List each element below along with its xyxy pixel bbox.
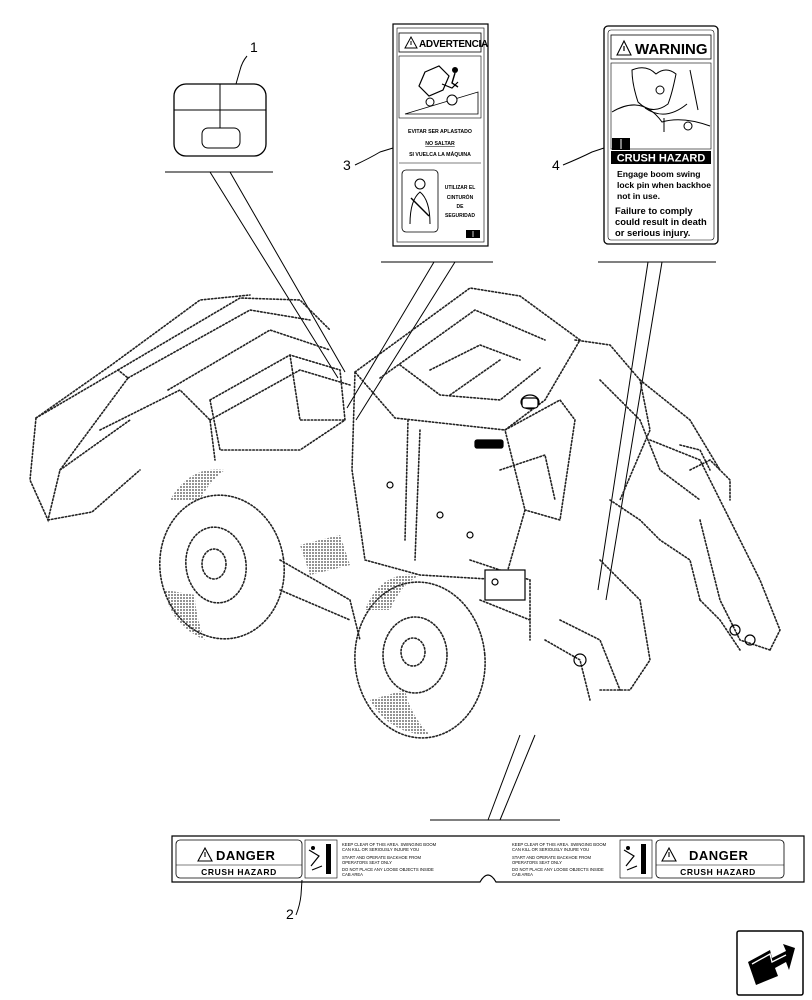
decal-1-blank [173,83,267,157]
swing-boom-pictogram-icon [619,839,653,879]
crush-pictogram-icon [610,62,712,150]
svg-text:DANGER: DANGER [689,848,748,863]
svg-text:1: 1 [250,39,258,55]
svg-text:EVITAR SER APLASTADO: EVITAR SER APLASTADO [408,129,472,135]
svg-text:DO NOT PLACE ANY LOOSE OBJECTS: DO NOT PLACE ANY LOOSE OBJECTS INSIDE [512,867,604,872]
svg-text:CAB AREA: CAB AREA [342,872,363,877]
svg-text:CRUSH HAZARD: CRUSH HAZARD [617,153,706,165]
manual-book-icon [612,138,630,150]
svg-text:UTILIZAR EL: UTILIZAR EL [445,185,476,191]
warning-triangle-icon [404,35,418,49]
svg-text:CAN KILL OR SERIOUSLY INJURE Y: CAN KILL OR SERIOUSLY INJURE YOU [342,847,419,852]
svg-text:CINTURÓN: CINTURÓN [447,193,474,201]
svg-text:START AND OPERATE BACKHOE FROM: START AND OPERATE BACKHOE FROM [512,855,592,860]
svg-text:DO NOT PLACE ANY LOOSE OBJECTS: DO NOT PLACE ANY LOOSE OBJECTS INSIDE [342,867,434,872]
rollover-pictogram-icon [404,65,479,115]
decal-3-advertencia: ADVERTENCIA EVITAR SER APLASTADO NO SALT… [392,23,489,247]
manual-book-icon [466,230,480,238]
tire-tread-texture [165,469,430,735]
svg-text:could result in death: could result in death [615,216,707,227]
svg-text:DE: DE [457,204,465,210]
svg-text:ADVERTENCIA: ADVERTENCIA [419,39,488,50]
warning-triangle-icon [661,846,677,862]
svg-text:WARNING: WARNING [635,41,708,58]
leader-lines [165,171,716,821]
svg-text:CRUSH HAZARD: CRUSH HAZARD [680,867,756,877]
svg-text:CAN KILL OR SERIOUSLY INJURE Y: CAN KILL OR SERIOUSLY INJURE YOU [512,847,589,852]
danger-text-left: KEEP CLEAR OF THIS AREA. SWINGING BOOM C… [342,842,437,877]
callout-4: 4 [552,147,605,173]
seatbelt-pictogram-icon [401,169,439,233]
svg-text:START AND OPERATE BACKHOE FROM: START AND OPERATE BACKHOE FROM [342,855,422,860]
svg-text:not in use.: not in use. [617,191,660,201]
callout-2: 2 [286,879,303,922]
callout-1: 1 [235,39,258,85]
svg-text:KEEP CLEAR OF THIS AREA. SWING: KEEP CLEAR OF THIS AREA. SWINGING BOOM [512,842,607,847]
svg-text:KEEP CLEAR OF THIS AREA. SWING: KEEP CLEAR OF THIS AREA. SWINGING BOOM [342,842,437,847]
svg-text:Engage boom swing: Engage boom swing [617,169,701,179]
decal-2-danger-strip: DANGER CRUSH HAZARD KEEP CLEAR OF THIS A… [171,835,805,883]
warning-triangle-icon [197,846,213,862]
svg-text:DANGER: DANGER [216,848,275,863]
backhoe-loader-illustration [29,287,781,739]
cab-details [386,394,756,667]
svg-text:NO SALTAR: NO SALTAR [425,141,455,147]
svg-text:SI VUELCA LA MÁQUINA: SI VUELCA LA MÁQUINA [409,151,471,158]
warning-triangle-icon [616,39,632,56]
callout-3: 3 [343,147,394,173]
next-page-arrow-icon[interactable] [736,930,804,996]
svg-text:CRUSH HAZARD: CRUSH HAZARD [201,867,277,877]
danger-text-right: KEEP CLEAR OF THIS AREA. SWINGING BOOM C… [512,842,607,877]
svg-text:3: 3 [343,157,351,173]
svg-text:OPERATORS SEAT ONLY: OPERATORS SEAT ONLY [342,860,392,865]
decal-4-warning: WARNING CRUSH HAZARD Engage boom swing l… [603,25,719,245]
svg-text:OPERATORS SEAT ONLY: OPERATORS SEAT ONLY [512,860,562,865]
svg-text:Failure to comply: Failure to comply [615,205,693,216]
svg-text:SEGURIDAD: SEGURIDAD [445,213,475,219]
svg-text:or serious injury.: or serious injury. [615,227,690,238]
svg-text:2: 2 [286,906,294,922]
swing-boom-pictogram-icon [304,839,338,879]
svg-text:CAB AREA: CAB AREA [512,872,533,877]
svg-text:4: 4 [552,157,560,173]
svg-text:lock pin when backhoe: lock pin when backhoe [617,180,711,190]
